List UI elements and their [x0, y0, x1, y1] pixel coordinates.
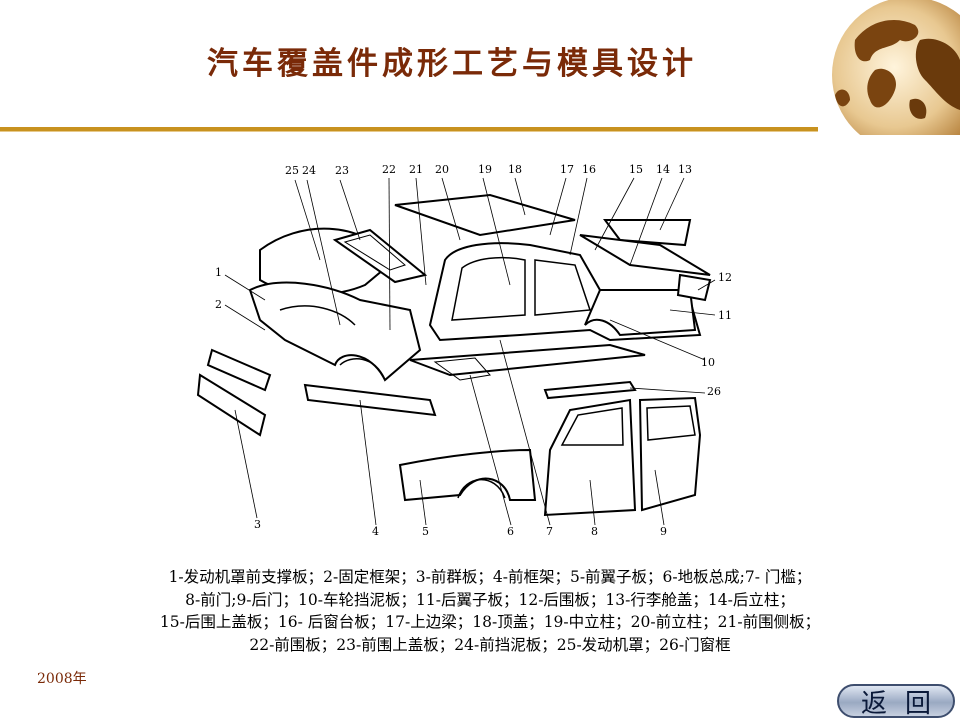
- callout-12: 12: [718, 271, 732, 284]
- callout-24: 24: [302, 164, 316, 177]
- globe-logo-icon: [832, 0, 960, 135]
- callout-numbers: 25 24 23 22 21 20 19 18 17 16 15 14 13 1…: [215, 163, 732, 538]
- callout-19: 19: [478, 163, 492, 176]
- callout-10: 10: [701, 356, 715, 369]
- callout-1: 1: [215, 266, 222, 279]
- callout-20: 20: [435, 163, 449, 176]
- callout-11: 11: [718, 309, 732, 322]
- front-apron-part: [206, 348, 272, 392]
- title-divider-shadow: [0, 131, 818, 132]
- front-structure-part: [248, 281, 422, 382]
- callout-9: 9: [660, 525, 667, 538]
- callout-16: 16: [582, 163, 596, 176]
- callout-13: 13: [678, 163, 692, 176]
- title-divider: [0, 127, 818, 131]
- callout-7: 7: [546, 525, 553, 538]
- rear-door-part: [638, 396, 702, 512]
- callout-15: 15: [629, 163, 643, 176]
- callout-3: 3: [254, 518, 261, 531]
- callout-leader-lines: [224, 177, 716, 526]
- legend-line-2: 8-前门;9-后门；10-车轮挡泥板；11-后翼子板；12-后围板；13-行李舱…: [185, 590, 795, 609]
- back-button[interactable]: 返回: [837, 684, 955, 719]
- callout-18: 18: [508, 163, 522, 176]
- callout-8: 8: [591, 525, 598, 538]
- parts-legend: 1-发动机罩前支撑板；2-固定框架；3-前群板；4-前框架；5-前翼子板；6-地…: [90, 566, 890, 656]
- car-body-exploded-diagram: 25 24 23 22 21 20 19 18 17 16 15 14 13 1…: [196, 163, 732, 538]
- callout-26: 26: [707, 385, 721, 398]
- callout-4: 4: [372, 525, 379, 538]
- callout-17: 17: [560, 163, 574, 176]
- front-frame-part: [303, 383, 437, 417]
- roof-part: [394, 193, 576, 237]
- legend-line-4: 22-前围板；23-前围上盖板；24-前挡泥板；25-发动机罩；26-门窗框: [249, 635, 731, 654]
- footer-year: 2008年: [37, 671, 87, 687]
- callout-14: 14: [656, 163, 670, 176]
- car-body-parts: [196, 193, 712, 517]
- callout-5: 5: [422, 525, 429, 538]
- callout-25: 25: [285, 164, 299, 177]
- door-frame-part: [543, 380, 637, 400]
- front-fender-part: [398, 448, 537, 502]
- callout-6: 6: [507, 525, 514, 538]
- callout-21: 21: [409, 163, 423, 176]
- legend-line-3: 15-后围上盖板；16- 后窗台板；17-上边梁；18-顶盖；19-中立柱；20…: [159, 613, 821, 631]
- callout-23: 23: [335, 164, 349, 177]
- trunk-lid-part: [603, 219, 692, 247]
- floor-part: [409, 343, 646, 377]
- callout-2: 2: [215, 298, 222, 311]
- callout-22: 22: [382, 163, 396, 176]
- legend-line-1: 1-发动机罩前支撑板；2-固定框架；3-前群板；4-前框架；5-前翼子板；6-地…: [168, 568, 812, 586]
- front-door-part: [543, 398, 637, 517]
- slide-title: 汽车覆盖件成形工艺与模具设计: [207, 46, 697, 82]
